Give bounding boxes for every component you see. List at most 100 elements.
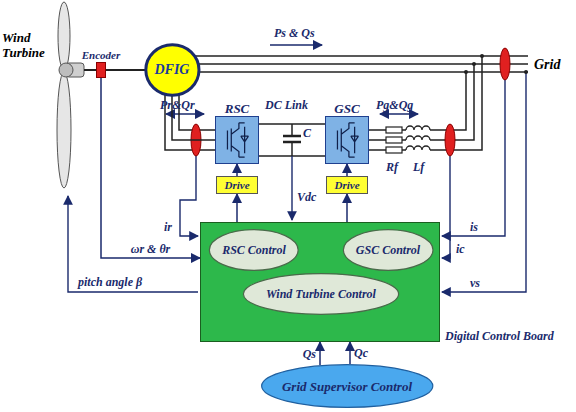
signal-label: is: [470, 220, 478, 234]
signal-label: Pg&Qg: [376, 98, 413, 112]
filter-resistor: [386, 137, 402, 143]
node-heading: RSC: [225, 101, 250, 116]
ellipse-outline: [243, 274, 398, 315]
signal-label: ir: [164, 220, 172, 234]
power-flow-arrow: [380, 113, 418, 115]
signal-arrow: [346, 164, 348, 176]
node-label: GSC Control: [356, 243, 420, 257]
signal-label: DC Link: [265, 98, 308, 112]
filter-wires: [430, 72, 466, 130]
drive-box: Drive: [216, 176, 258, 194]
signal-lines: [68, 196, 198, 292]
dc-link: [259, 124, 325, 156]
ellipse-outline: [261, 365, 432, 408]
junction-dot: [480, 54, 484, 58]
text-holder: RSC Control: [208, 229, 300, 271]
control-board: Digital Control BoardRSC ControlGSC Cont…: [200, 222, 440, 342]
ellipse-outline: [210, 230, 299, 271]
control-ellipse: RSC Control: [208, 229, 300, 271]
filter-resistor: [386, 127, 402, 153]
wind-turbine: [57, 2, 84, 188]
power-wire: [259, 123, 325, 125]
signal-arrow: [236, 164, 238, 176]
filter-resistor: [386, 147, 402, 153]
control-ellipse: GSC Control: [342, 229, 434, 271]
filter-inductor: [406, 146, 430, 150]
junction-dot: [464, 70, 468, 74]
signal-arrow: [101, 78, 200, 258]
shaft: [84, 69, 146, 71]
igbt-symbol: [216, 117, 258, 163]
grid-lines: [193, 56, 528, 72]
encoder-box: Encoder: [96, 62, 106, 78]
filter-wires: [369, 139, 386, 141]
current-sensor: [445, 124, 455, 156]
converter-box: GSC: [325, 116, 369, 164]
current-sensor: [500, 48, 510, 80]
junction-dot: [464, 54, 528, 74]
dc-link: [291, 124, 293, 136]
signal-label: Grid: [534, 57, 560, 73]
control-ellipse: Wind Turbine Control: [241, 273, 401, 315]
generator-circle: DFIG: [145, 44, 200, 96]
grid-lines: [197, 63, 528, 65]
signal-arrow: [346, 194, 348, 222]
signal-label: C: [303, 126, 311, 140]
signal-arrow: [319, 342, 321, 365]
text-holder: DFIG: [145, 44, 200, 96]
dc-link: [283, 135, 301, 138]
node-label: Grid Supervisor Control: [282, 379, 412, 394]
signal-lines: [442, 80, 505, 236]
shaft: [84, 70, 146, 71]
igbt-symbol: [326, 117, 368, 163]
text-holder: GSC Control: [342, 229, 434, 271]
edge-label: Qs: [303, 347, 316, 361]
supervisor-ellipse: Grid Supervisor Control: [259, 364, 435, 408]
filter-wires: [369, 129, 386, 131]
signal-label: Rf: [386, 160, 398, 174]
dc-link: [291, 142, 293, 156]
node-heading: Digital Control Board: [445, 329, 573, 343]
grid-lines: [193, 55, 528, 57]
node-label: RSC Control: [222, 243, 286, 257]
power-flow-arrow: [166, 45, 418, 114]
filter-inductor: [406, 126, 430, 130]
wind-turbine: [57, 72, 71, 188]
converter-box: RSC: [215, 116, 259, 164]
signal-lines: [442, 156, 450, 258]
wind-turbine: [59, 63, 73, 77]
filter-wires: [369, 149, 386, 151]
igbt-symbol: [337, 123, 358, 157]
circle-outline: [145, 45, 198, 95]
text-holder: Drive: [217, 177, 257, 193]
signal-label: ic: [456, 242, 465, 256]
wind-turbine: [58, 2, 70, 70]
filter-inductor: [406, 136, 430, 140]
signal-arrow: [236, 194, 238, 222]
signal-label: Vdc: [297, 190, 316, 204]
grid-lines: [198, 71, 528, 73]
signal-label: vs: [470, 276, 480, 290]
node-heading: Encoder: [82, 49, 121, 62]
filter-resistor: [386, 127, 402, 133]
signal-label: pitch angle β: [78, 275, 142, 289]
node-label: Drive: [224, 179, 249, 192]
text-holder: Wind Turbine Control: [241, 273, 401, 315]
node-label: Drive: [334, 179, 359, 192]
filter-wires: [369, 56, 482, 150]
node-label: Wind Turbine Control: [266, 287, 376, 301]
signal-lines: [442, 72, 526, 292]
power-flow-arrow: [270, 44, 322, 46]
edge-label: ωr & θr: [131, 242, 171, 256]
edge-label: Qc: [354, 346, 368, 360]
text-holder: Drive: [327, 177, 367, 193]
junction-dot: [472, 62, 476, 66]
signal-label: Pr&Qr: [160, 98, 195, 112]
filter-wires: [430, 56, 482, 150]
text-holder: Grid Supervisor Control: [259, 364, 435, 408]
drive-box: Drive: [326, 176, 368, 194]
node-label: DFIG: [154, 62, 189, 78]
ellipse-outline: [343, 230, 433, 271]
